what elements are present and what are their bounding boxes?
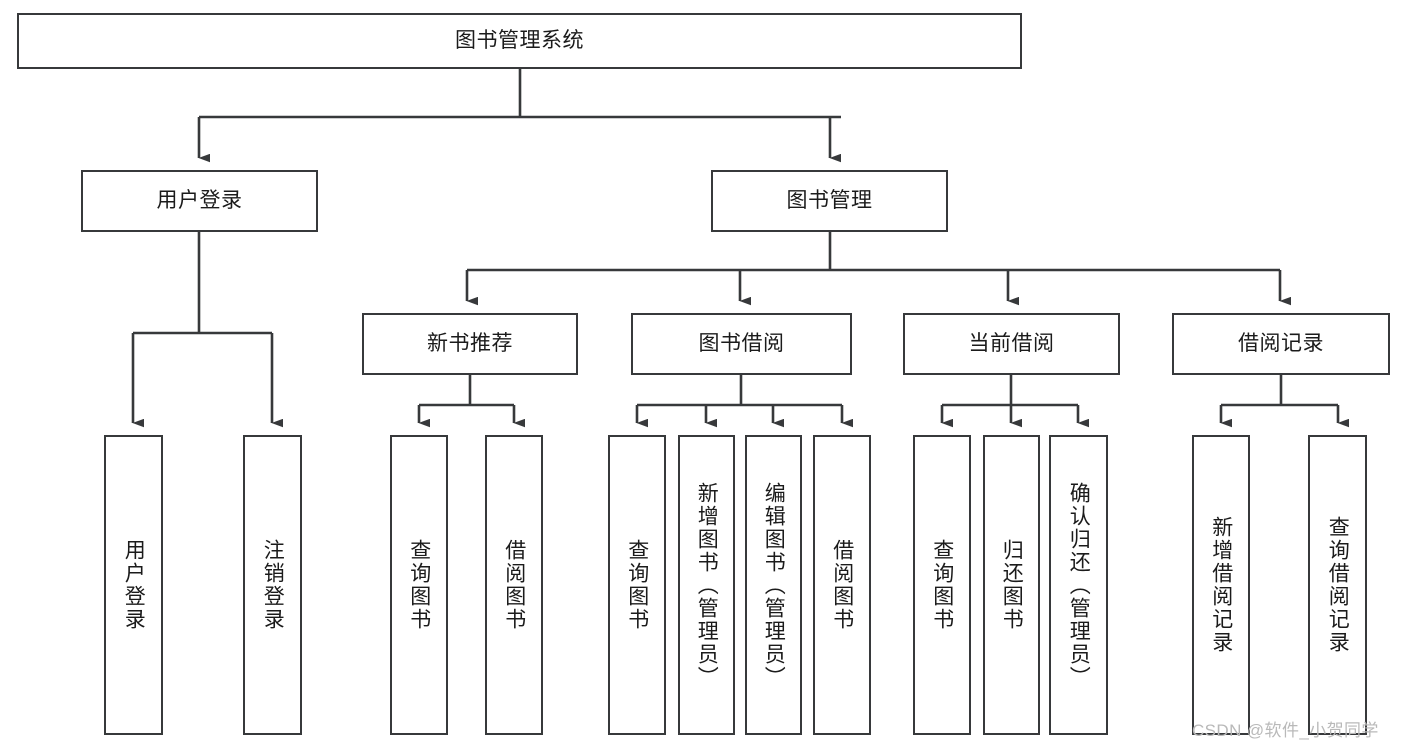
node-root-label: 图书管理系统 bbox=[455, 29, 584, 53]
node-leaf-query-book-borrow-label: 查询图书 bbox=[625, 539, 649, 631]
node-leaf-return-book-label: 归还图书 bbox=[1000, 539, 1024, 631]
node-leaf-logout-label: 注销登录 bbox=[261, 539, 285, 631]
node-leaf-query-borrow-record-label: 查询借阅记录 bbox=[1326, 516, 1350, 654]
node-leaf-add-book-admin-label: 新增图书（管理员） bbox=[695, 481, 719, 689]
node-leaf-query-book-borrow[interactable]: 查询图书 bbox=[608, 435, 666, 735]
node-root[interactable]: 图书管理系统 bbox=[17, 13, 1022, 69]
node-book-management-label: 图书管理 bbox=[786, 189, 873, 213]
node-new-book-recommend[interactable]: 新书推荐 bbox=[362, 313, 578, 375]
node-leaf-confirm-return-admin-label: 确认归还（管理员） bbox=[1067, 481, 1091, 689]
node-leaf-borrow-book-recommend[interactable]: 借阅图书 bbox=[485, 435, 543, 735]
node-book-borrow[interactable]: 图书借阅 bbox=[631, 313, 852, 375]
node-leaf-user-login[interactable]: 用户登录 bbox=[104, 435, 163, 735]
node-leaf-query-book-current[interactable]: 查询图书 bbox=[913, 435, 971, 735]
node-leaf-user-login-label: 用户登录 bbox=[122, 539, 146, 631]
node-leaf-query-book-current-label: 查询图书 bbox=[930, 539, 954, 631]
node-leaf-borrow-book-label: 借阅图书 bbox=[830, 539, 854, 631]
node-leaf-query-book-recommend[interactable]: 查询图书 bbox=[390, 435, 448, 735]
node-leaf-borrow-book-recommend-label: 借阅图书 bbox=[502, 539, 526, 631]
node-leaf-borrow-book[interactable]: 借阅图书 bbox=[813, 435, 871, 735]
node-borrow-record-label: 借阅记录 bbox=[1238, 332, 1324, 356]
node-leaf-query-book-recommend-label: 查询图书 bbox=[407, 539, 431, 631]
node-user-login[interactable]: 用户登录 bbox=[81, 170, 318, 232]
node-book-management[interactable]: 图书管理 bbox=[711, 170, 948, 232]
node-new-book-recommend-label: 新书推荐 bbox=[427, 332, 513, 356]
node-book-borrow-label: 图书借阅 bbox=[698, 332, 785, 356]
node-leaf-edit-book-admin-label: 编辑图书（管理员） bbox=[762, 481, 786, 689]
node-borrow-record[interactable]: 借阅记录 bbox=[1172, 313, 1390, 375]
node-leaf-add-borrow-record[interactable]: 新增借阅记录 bbox=[1192, 435, 1250, 735]
node-leaf-add-borrow-record-label: 新增借阅记录 bbox=[1209, 516, 1233, 654]
node-user-login-label: 用户登录 bbox=[156, 189, 243, 213]
node-leaf-query-borrow-record[interactable]: 查询借阅记录 bbox=[1308, 435, 1367, 735]
node-current-borrow[interactable]: 当前借阅 bbox=[903, 313, 1120, 375]
node-leaf-logout[interactable]: 注销登录 bbox=[243, 435, 302, 735]
node-leaf-add-book-admin[interactable]: 新增图书（管理员） bbox=[678, 435, 735, 735]
node-leaf-return-book[interactable]: 归还图书 bbox=[983, 435, 1040, 735]
node-leaf-confirm-return-admin[interactable]: 确认归还（管理员） bbox=[1049, 435, 1108, 735]
node-current-borrow-label: 当前借阅 bbox=[968, 332, 1055, 356]
node-leaf-edit-book-admin[interactable]: 编辑图书（管理员） bbox=[745, 435, 802, 735]
